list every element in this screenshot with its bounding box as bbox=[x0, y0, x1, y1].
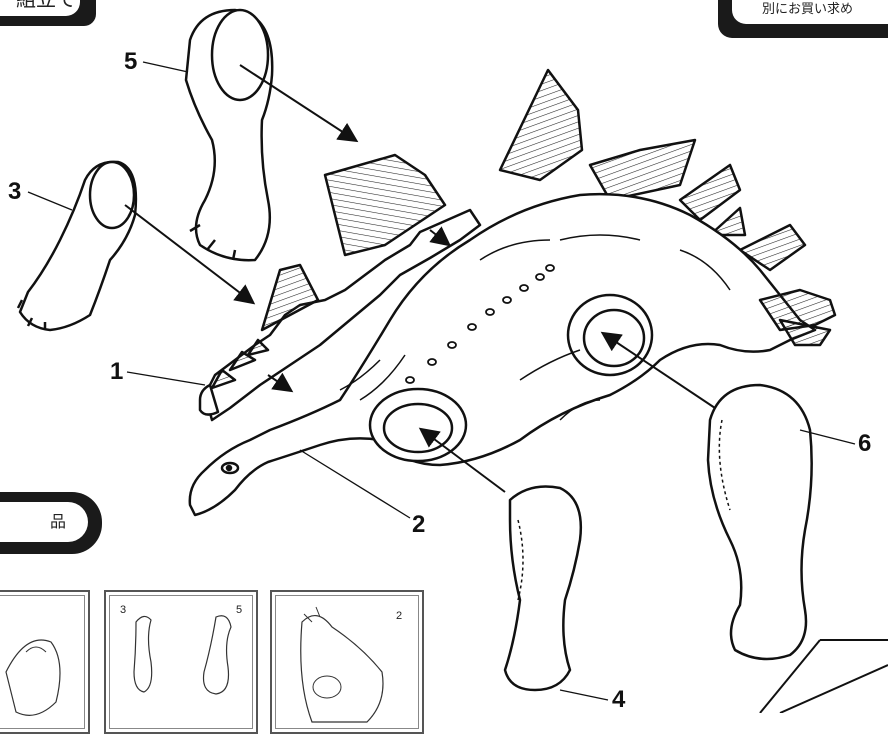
callout-part-5: 5 bbox=[124, 50, 137, 74]
callout-part-2: 2 bbox=[412, 513, 425, 537]
thumbnail-3-number-2: 2 bbox=[396, 610, 402, 622]
callout-part-6: 6 bbox=[858, 432, 871, 456]
part-6-hind-leg bbox=[708, 385, 812, 659]
thumbnail-2-sketch bbox=[106, 592, 256, 732]
thumbnail-2-number-3: 3 bbox=[120, 604, 126, 616]
thumbnail-1-sketch bbox=[0, 592, 88, 732]
callout-part-3: 3 bbox=[8, 180, 21, 204]
part-4-front-leg bbox=[505, 487, 581, 691]
thumbnail-2-number-5: 5 bbox=[236, 604, 242, 616]
callout-part-1: 1 bbox=[110, 360, 123, 384]
callout-part-4: 4 bbox=[612, 688, 625, 712]
thumbnail-panel-2: 3 5 bbox=[104, 590, 258, 734]
part-5-hind-leg bbox=[186, 10, 272, 260]
thumbnail-panel-1 bbox=[0, 590, 90, 734]
part-3-front-leg bbox=[18, 162, 136, 330]
thumbnail-panel-3: 2 bbox=[270, 590, 424, 734]
